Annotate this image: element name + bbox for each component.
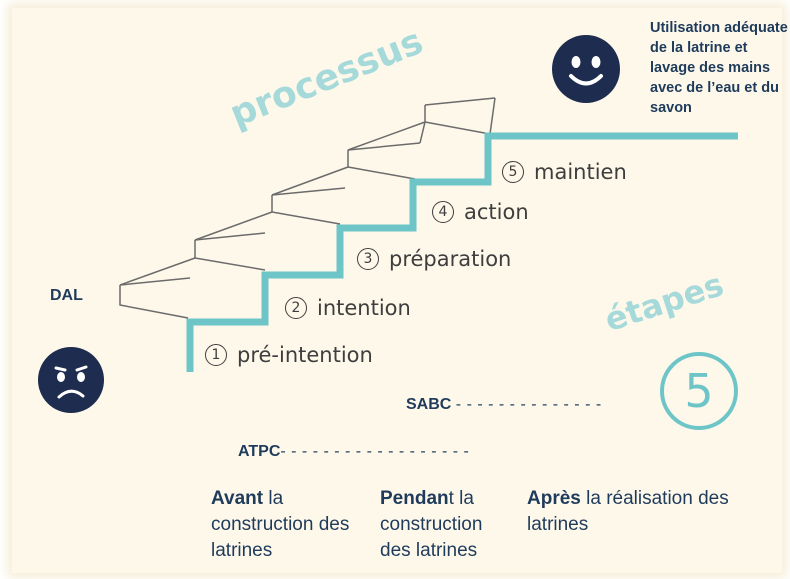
stair-edge-outline bbox=[489, 97, 496, 135]
stair-edge-outline bbox=[119, 257, 196, 286]
phase-after-rest: la réalisation des latrines bbox=[527, 488, 729, 535]
step-label: maintien bbox=[534, 160, 627, 184]
stair-riser-outline bbox=[347, 150, 416, 180]
stair-tread-outline bbox=[424, 97, 496, 106]
background-panel bbox=[12, 8, 782, 573]
step-label: pré-intention bbox=[237, 343, 373, 367]
sabc-dashes: - - - - - - - - - - - - - - bbox=[455, 396, 602, 413]
phase-during-bold: Pendan bbox=[380, 488, 449, 509]
stair-riser-outline bbox=[119, 285, 189, 319]
phase-during-rest: t la construction des latrines bbox=[380, 488, 483, 561]
sad-face-icon bbox=[38, 347, 104, 413]
stair-tread-outline bbox=[119, 277, 191, 286]
step-4: 4 action bbox=[432, 200, 529, 224]
stair-tread-outline bbox=[194, 232, 266, 241]
stair-edge-outline bbox=[271, 166, 349, 196]
stair-tread-outline bbox=[271, 187, 346, 196]
atpc-dashes: - - - - - - - - - - - - - - - - - - bbox=[280, 443, 470, 460]
step-5: 5 maintien bbox=[502, 160, 627, 184]
phase-before-rest: la construction des latrines bbox=[211, 488, 350, 561]
step-number: 1 bbox=[205, 344, 227, 366]
step-number: 4 bbox=[432, 201, 454, 223]
stair-riser-outline bbox=[271, 195, 341, 225]
atpc-label: ATPC bbox=[238, 443, 281, 460]
happy-face-icon bbox=[552, 35, 620, 103]
phase-before: Avant la construction des latrines bbox=[211, 486, 351, 564]
step-number: 5 bbox=[502, 161, 524, 183]
phase-before-bold: Avant bbox=[211, 488, 264, 509]
stair-edge-outline bbox=[194, 211, 273, 241]
phase-after-bold: Après bbox=[527, 488, 581, 509]
sabc-line: SABC - - - - - - - - - - - - - - bbox=[406, 396, 602, 414]
step-label: préparation bbox=[389, 247, 512, 271]
staircase-outline bbox=[119, 97, 496, 319]
step-label: action bbox=[464, 200, 529, 224]
step-number: 2 bbox=[285, 297, 307, 319]
stair-edge-outline bbox=[347, 121, 426, 151]
step-2: 2 intention bbox=[285, 296, 411, 320]
stair-riser-outline bbox=[194, 240, 266, 271]
sabc-label: SABC bbox=[406, 396, 452, 413]
step-number: 3 bbox=[357, 248, 379, 270]
step-1: 1 pré-intention bbox=[205, 343, 373, 367]
dal-label: DAL bbox=[50, 287, 83, 304]
atpc-line: ATPC- - - - - - - - - - - - - - - - - - bbox=[238, 443, 469, 461]
step-count-badge: 5 bbox=[660, 352, 738, 430]
stair-riser-outline bbox=[424, 105, 491, 135]
staircase-path bbox=[186, 132, 738, 372]
outcome-text: Utilisation adéquate de la latrine et la… bbox=[650, 20, 788, 116]
step-3: 3 préparation bbox=[357, 247, 511, 271]
stair-tread-outline bbox=[347, 142, 421, 151]
step-label: intention bbox=[317, 296, 411, 320]
phase-during: Pendant la construction des latrines bbox=[380, 486, 515, 564]
phase-after: Après la réalisation des latrines bbox=[527, 486, 737, 538]
stair-edge-outline bbox=[419, 121, 426, 144]
